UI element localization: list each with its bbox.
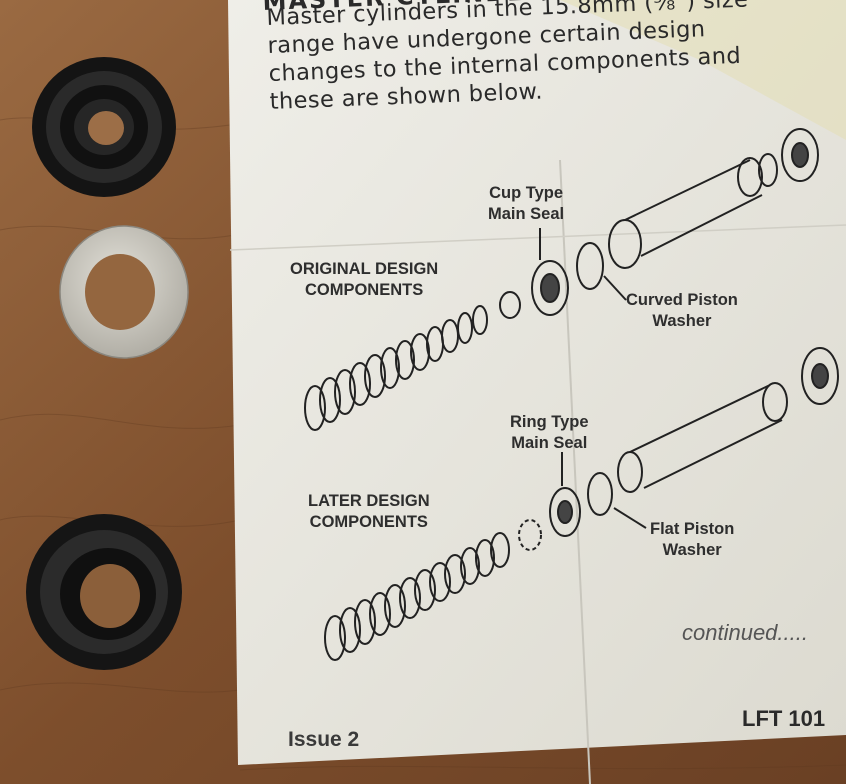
ring-type-seal-part	[26, 514, 182, 670]
later-star-clip	[518, 519, 542, 551]
sheet-yellow-stain	[560, 0, 846, 140]
sheet-fold-line-h	[229, 224, 846, 251]
original-spring	[304, 305, 488, 431]
original-retainer	[499, 291, 521, 319]
flat-washer-label: Flat Piston Washer	[650, 520, 735, 559]
flat-washer-leader	[613, 507, 647, 529]
document-number: LFT 101	[742, 706, 826, 731]
original-piston	[608, 153, 778, 269]
issue-number: Issue 2	[288, 728, 360, 751]
sheet-fold-line	[559, 159, 591, 784]
curved-piston-washer-part	[59, 225, 189, 359]
original-end-seal	[781, 128, 819, 182]
curved-washer-leader	[603, 275, 627, 301]
instruction-sheet	[228, 0, 846, 765]
original-curved-washer	[576, 242, 604, 290]
original-design-label: ORIGINAL DESIGN COMPONENTS	[290, 260, 439, 299]
later-spring	[324, 532, 510, 661]
ring-seal-label: Ring Type Main Seal	[510, 413, 589, 452]
original-design-diagram	[304, 128, 819, 431]
later-piston	[617, 382, 788, 493]
later-ring-seal	[549, 487, 581, 537]
curved-washer-label: Curved Piston Washer	[626, 291, 738, 330]
later-end-seal	[801, 347, 839, 405]
cup-seal-label: Cup Type Main Seal	[488, 184, 565, 223]
later-design-label: LATER DESIGN COMPONENTS	[308, 492, 430, 531]
continued-note: continued.....	[682, 620, 808, 645]
cup-type-seal-part	[32, 57, 176, 197]
later-flat-washer	[587, 472, 613, 516]
original-cup-seal	[531, 260, 569, 316]
later-design-diagram	[324, 347, 839, 661]
